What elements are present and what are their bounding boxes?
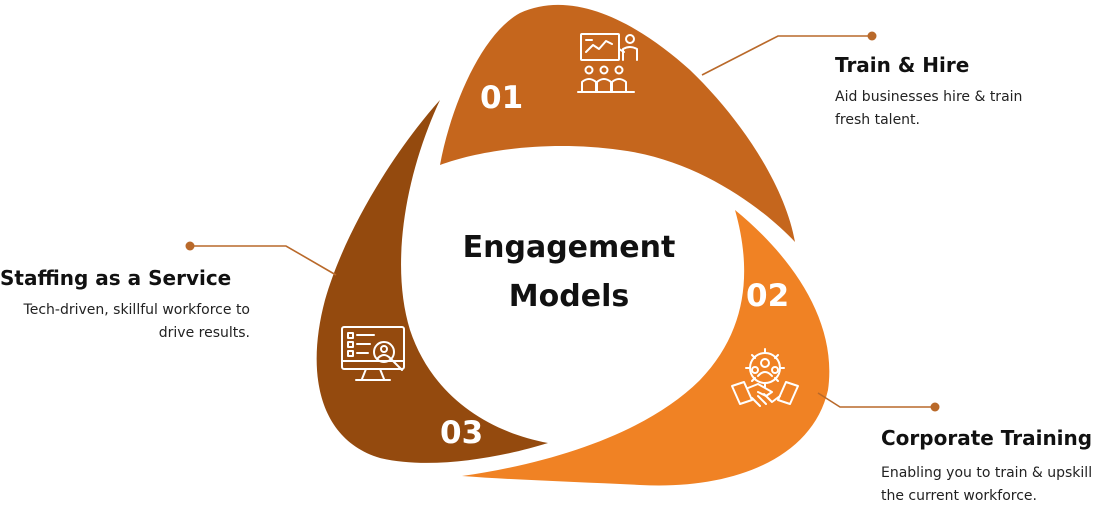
corporate-training-label: Corporate Training Enabling you to train… — [881, 426, 1105, 508]
corporate-training-title: Corporate Training — [881, 426, 1093, 450]
team-handshake-icon — [731, 348, 799, 407]
segment-03-number: 03 — [440, 415, 483, 451]
corporate-training-description: Enabling you to train & upskill the curr… — [881, 465, 1093, 504]
connector-line-03 — [190, 245, 337, 276]
connector-line-01 — [701, 35, 872, 76]
center-title-line-1: Engagement — [463, 230, 676, 265]
connector-dot-03 — [185, 241, 195, 251]
segment-03-shape — [316, 100, 548, 463]
segment-01-shape — [440, 4, 795, 243]
connector-dot-02 — [930, 402, 940, 412]
connector-dot-01 — [867, 31, 877, 41]
center-title-line-2: Models — [509, 279, 629, 314]
train-hire-title: Train & Hire — [835, 53, 970, 77]
connector-line-02 — [817, 392, 935, 408]
candidate-search-monitor-icon — [341, 326, 405, 381]
staffing-description: Tech-driven, skillful workforce to drive… — [23, 302, 250, 341]
segment-02-shape — [462, 210, 830, 486]
staffing-title: Staffing as a Service — [0, 266, 232, 290]
train-hire-label: Train & Hire Aid businesses hire & train… — [835, 53, 1075, 132]
train-hire-description: Aid businesses hire & train fresh talent… — [835, 89, 1023, 128]
training-presentation-icon — [577, 33, 638, 93]
segment-01-number: 01 — [480, 80, 523, 116]
staffing-label: Staffing as a Service Tech-driven, skill… — [0, 266, 250, 345]
segment-02-number: 02 — [746, 278, 789, 314]
